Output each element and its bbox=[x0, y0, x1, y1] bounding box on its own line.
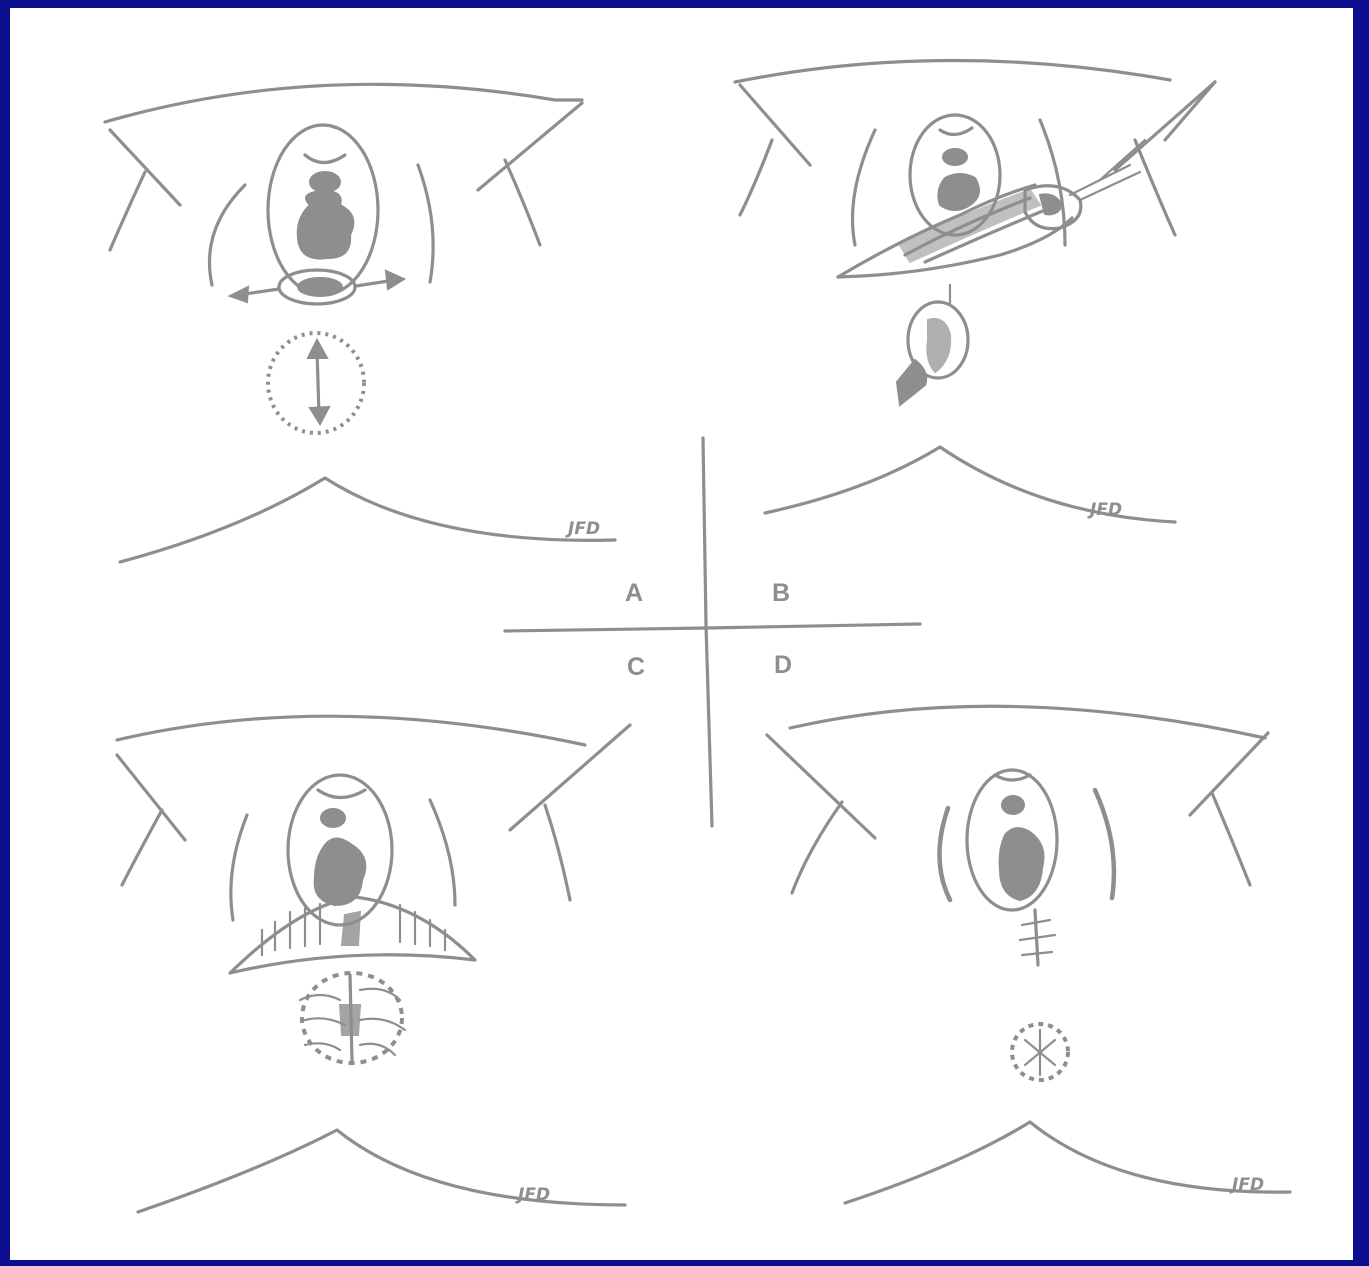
quadrant-divider bbox=[505, 438, 920, 826]
panel-a-drawing bbox=[105, 84, 615, 562]
panel-b-drawing bbox=[735, 60, 1215, 522]
panel-label-b: B bbox=[772, 579, 790, 607]
panel-label-a: A bbox=[625, 579, 643, 607]
panel-label-c: C bbox=[627, 653, 645, 681]
artist-signature-c: JFD bbox=[515, 1185, 550, 1205]
artist-signature-b: JFD bbox=[1087, 500, 1122, 520]
suture-cluster-c bbox=[300, 973, 405, 1063]
panel-label-d: D bbox=[774, 651, 792, 679]
suture-cluster-d bbox=[1012, 1024, 1068, 1080]
artist-signature-d: JFD bbox=[1229, 1175, 1264, 1195]
panel-c-drawing bbox=[117, 716, 630, 1212]
panel-d-drawing bbox=[767, 706, 1290, 1203]
artist-signature-a: JFD bbox=[565, 519, 600, 539]
